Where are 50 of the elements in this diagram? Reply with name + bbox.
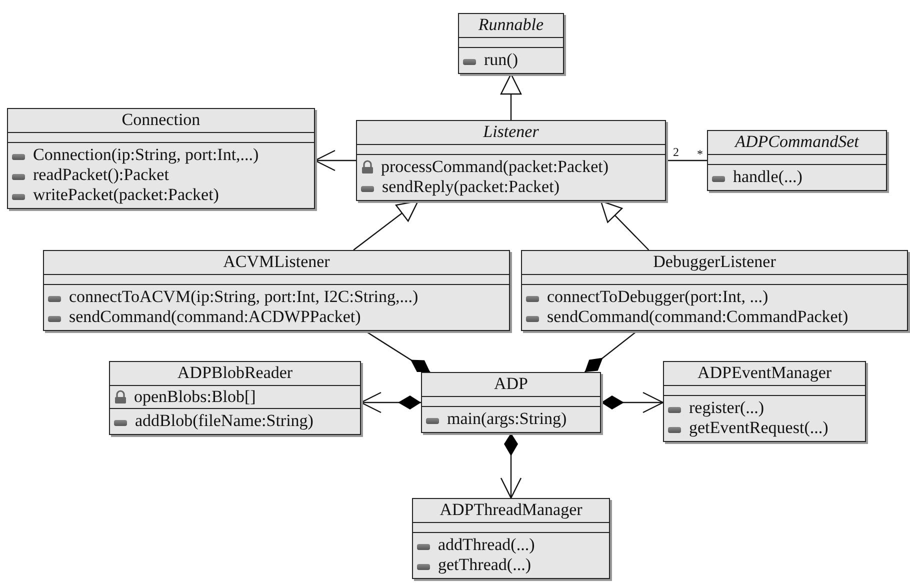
method-text: handle(...)	[733, 167, 802, 187]
composition-arrow	[500, 433, 522, 499]
generalization-arrow	[600, 200, 650, 250]
class-name: Runnable	[478, 14, 544, 36]
composition-line	[364, 330, 430, 372]
class-box	[521, 250, 908, 331]
method-text: register(...)	[689, 398, 764, 418]
association-line	[666, 160, 707, 162]
composition-arrow	[360, 392, 421, 414]
generalization-arrow	[353, 200, 419, 250]
class-box	[421, 372, 601, 433]
class-name: ADPEventManager	[697, 362, 832, 384]
method-text: connectToACVM(ip:String, port:Int, I2C:String,...)	[69, 287, 418, 307]
class-name: DebuggerListener	[653, 251, 776, 273]
association-arrow	[314, 150, 356, 172]
method-text: addBlob(fileName:String)	[135, 411, 314, 431]
method-text: sendCommand(command:ACDWPPacket)	[69, 307, 361, 327]
method-text: sendCommand(command:CommandPacket)	[547, 307, 848, 327]
method-text: processCommand(packet:Packet)	[381, 157, 609, 177]
class-box	[356, 120, 666, 201]
class-name: ACVMListener	[223, 251, 330, 273]
multiplicity-label: 2	[673, 146, 679, 158]
method-text: run()	[484, 50, 518, 70]
method-text: getEventRequest(...)	[689, 418, 828, 438]
class-box	[707, 130, 887, 191]
method-text: writePacket(packet:Packet)	[33, 185, 219, 205]
class-box	[458, 13, 564, 74]
class-name: Connection	[122, 109, 200, 131]
method-text: readPacket():Packet	[33, 165, 169, 185]
method-text: addThread(...)	[438, 535, 535, 555]
class-name: Listener	[483, 121, 539, 143]
generalization-arrow	[500, 73, 522, 120]
attribute-text: openBlobs:Blob[]	[134, 387, 256, 407]
class-name: ADPCommandSet	[735, 131, 859, 153]
class-box	[663, 361, 866, 442]
class-box	[109, 361, 361, 435]
class-box	[412, 498, 610, 579]
class-name: ADP	[494, 373, 528, 395]
class-box	[7, 108, 315, 209]
composition-line	[584, 330, 638, 372]
method-text: getThread(...)	[438, 555, 531, 575]
method-text: sendReply(packet:Packet)	[382, 177, 560, 197]
method-text: connectToDebugger(port:Int, ...)	[547, 287, 768, 307]
method-text: Connection(ip:String, port:Int,...)	[33, 145, 259, 165]
multiplicity-label: *	[697, 148, 703, 160]
class-box	[43, 250, 510, 331]
class-name: ADPBlobReader	[177, 362, 293, 384]
composition-arrow	[601, 392, 664, 414]
class-name: ADPThreadManager	[440, 499, 582, 521]
method-text: main(args:String)	[447, 409, 567, 429]
